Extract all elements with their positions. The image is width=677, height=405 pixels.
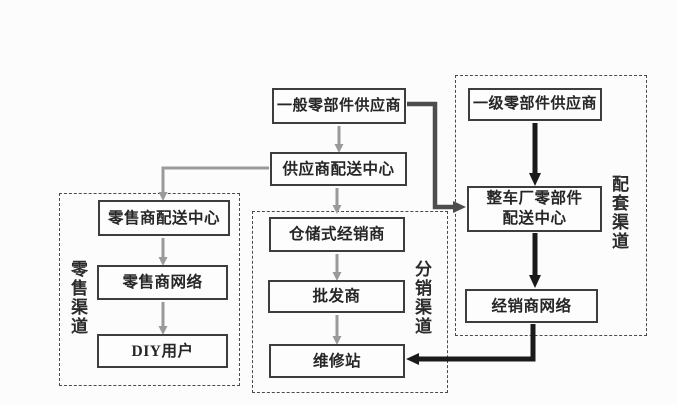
arrow-supplier-dc-to-retailer-dc [158, 166, 269, 201]
box-wholesaler-label: 批发商 [312, 288, 361, 305]
distribution-channel-container [252, 211, 448, 393]
arrow-general-supplier-to-oem-parts-dc [407, 101, 466, 213]
retail-channel-label: 零售渠道 [68, 260, 87, 336]
box-supplier-distribution-center: 供应商配送中心 [270, 152, 407, 186]
box-retailer-distribution-center: 零售商配送中心 [98, 200, 230, 236]
box-dealer-network: 经销商网络 [465, 289, 598, 323]
distribution-channel-label: 分销渠道 [412, 260, 431, 336]
box-general-parts-supplier-label: 一般零部件供应商 [276, 97, 401, 114]
box-dealer-network-label: 经销商网络 [491, 297, 572, 315]
box-retailer-distribution-center-label: 零售商配送中心 [107, 209, 220, 227]
box-repair-station-label: 维修站 [312, 352, 361, 370]
box-retailer-network: 零售商网络 [97, 265, 228, 300]
box-diy-user-label: DIY用户 [131, 342, 194, 360]
box-repair-station: 维修站 [269, 344, 405, 378]
box-tier1-parts-supplier: 一级零部件供应商 [468, 88, 602, 121]
box-wholesaler: 批发商 [268, 280, 405, 313]
retail-channel-container [59, 193, 240, 386]
box-diy-user: DIY用户 [97, 334, 228, 368]
box-warehouse-dealer: 仓储式经销商 [269, 217, 405, 252]
box-warehouse-dealer-label: 仓储式经销商 [288, 226, 385, 243]
box-tier1-parts-supplier-label: 一级零部件供应商 [472, 96, 597, 112]
box-general-parts-supplier: 一般零部件供应商 [272, 88, 406, 124]
box-oem-parts-distribution-center-line2: 配送中心 [502, 210, 567, 227]
box-supplier-distribution-center-label: 供应商配送中心 [282, 160, 395, 178]
box-oem-parts-distribution-center: 整车厂零部件 配送中心 [467, 186, 602, 232]
oem-channel-label: 配套渠道 [609, 175, 628, 251]
box-retailer-network-label: 零售商网络 [122, 274, 203, 291]
box-oem-parts-distribution-center-line1: 整车厂零部件 [486, 190, 583, 207]
